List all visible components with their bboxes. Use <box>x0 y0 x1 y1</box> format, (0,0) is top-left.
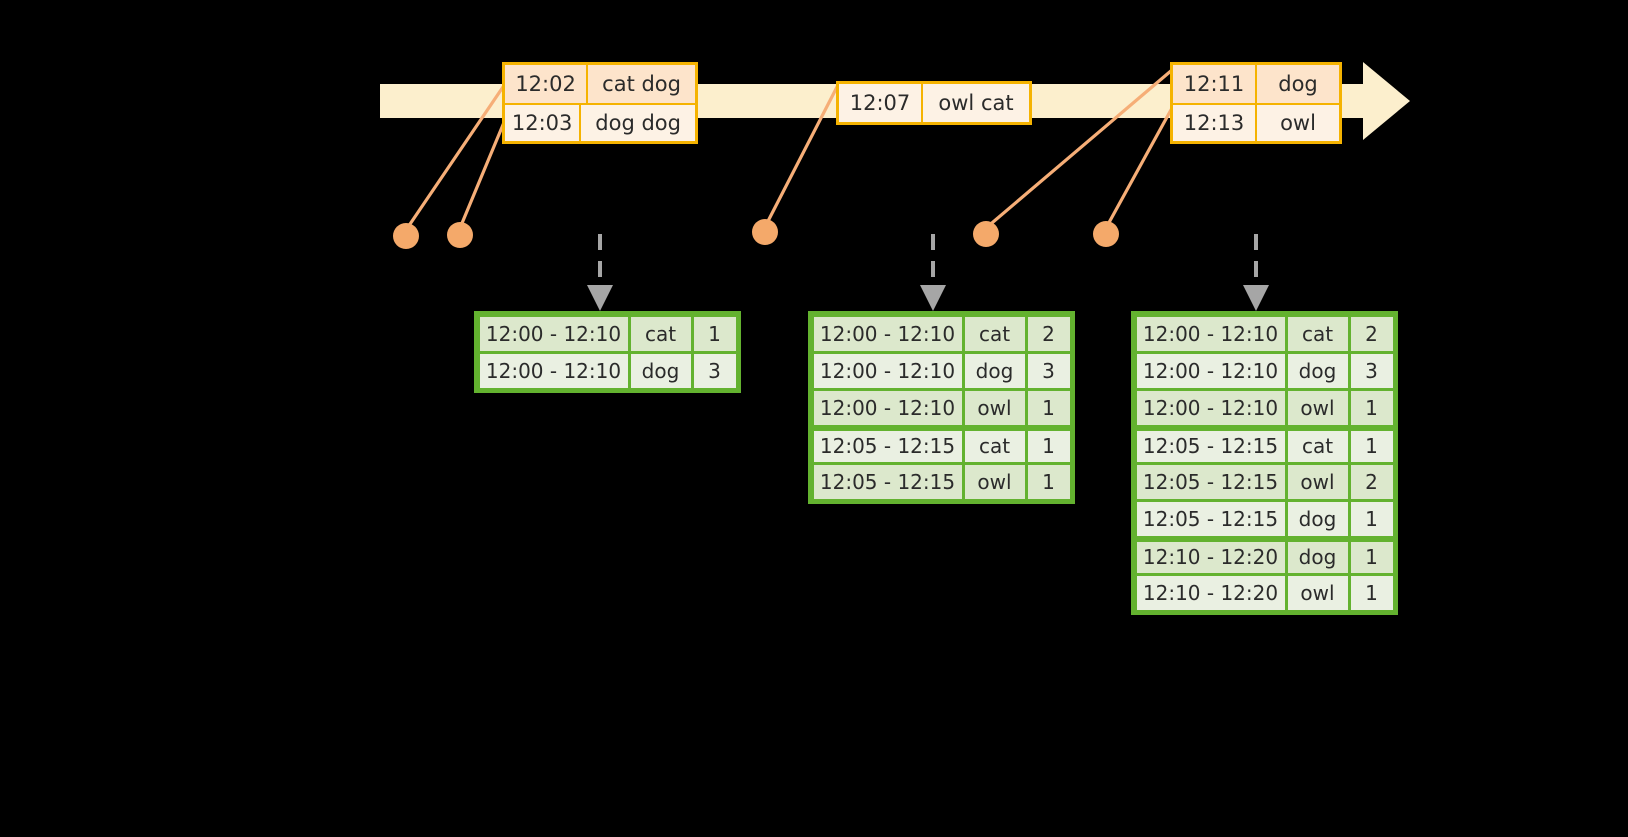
event-group-1: 12:02 cat dog 12:03 dog dog <box>502 62 698 144</box>
cell-word: cat <box>1287 316 1348 351</box>
event-row: 12:02 cat dog <box>505 65 695 103</box>
event-time: 12:07 <box>839 84 923 122</box>
event-row: 12:13 owl <box>1173 103 1339 141</box>
cell-word: dog <box>964 353 1025 388</box>
cell-word: dog <box>1287 353 1348 388</box>
connector-line-1 <box>404 82 507 232</box>
cell-window: 12:05 - 12:15 <box>1136 464 1285 499</box>
event-time: 12:02 <box>505 65 589 103</box>
cell-window: 12:05 - 12:15 <box>813 430 962 462</box>
dot-1 <box>393 223 419 249</box>
cell-count: 3 <box>693 353 736 388</box>
cell-window: 12:00 - 12:10 <box>1136 316 1285 351</box>
cell-window: 12:00 - 12:10 <box>479 353 628 388</box>
table-row: 12:00 - 12:10 owl 1 <box>1135 389 1394 426</box>
cell-window: 12:00 - 12:10 <box>1136 353 1285 388</box>
connector-line-2 <box>458 118 507 230</box>
cell-word: owl <box>1287 575 1348 610</box>
table-row: 12:05 - 12:15 cat 1 <box>812 426 1071 463</box>
cell-count: 1 <box>1350 390 1393 425</box>
cell-word: owl <box>1287 390 1348 425</box>
cell-window: 12:05 - 12:15 <box>1136 501 1285 536</box>
table-row: 12:10 - 12:20 dog 1 <box>1135 537 1394 574</box>
event-time: 12:03 <box>505 105 582 141</box>
dot-5 <box>1093 221 1119 247</box>
table-row: 12:05 - 12:15 owl 1 <box>812 463 1071 500</box>
dot-3 <box>752 219 778 245</box>
table-row: 12:00 - 12:10 owl 1 <box>812 389 1071 426</box>
cell-count: 1 <box>1027 430 1070 462</box>
table-row: 12:00 - 12:10 dog 3 <box>478 352 737 389</box>
cell-word: cat <box>1287 430 1348 462</box>
cell-word: cat <box>630 316 691 351</box>
result-table-2: 12:00 - 12:10 cat 2 12:00 - 12:10 dog 3 … <box>808 311 1075 504</box>
event-words: owl cat <box>923 84 1029 122</box>
table-row: 12:05 - 12:15 dog 1 <box>1135 500 1394 537</box>
event-time: 12:11 <box>1173 65 1257 103</box>
cell-count: 1 <box>1350 501 1393 536</box>
cell-count: 2 <box>1350 316 1393 351</box>
cell-window: 12:05 - 12:15 <box>813 464 962 499</box>
cell-window: 12:00 - 12:10 <box>813 390 962 425</box>
cell-word: cat <box>964 316 1025 351</box>
cell-count: 1 <box>1350 575 1393 610</box>
dot-2 <box>447 222 473 248</box>
event-words: dog dog <box>581 105 695 141</box>
cell-count: 1 <box>1027 464 1070 499</box>
event-row: 12:11 dog <box>1173 65 1339 103</box>
cell-count: 1 <box>693 316 736 351</box>
connector-line-3 <box>763 83 840 229</box>
table-row: 12:00 - 12:10 cat 2 <box>1135 315 1394 352</box>
result-table-1: 12:00 - 12:10 cat 1 12:00 - 12:10 dog 3 <box>474 311 741 393</box>
event-words: dog <box>1257 65 1339 103</box>
table-arrow-1 <box>587 234 613 311</box>
cell-count: 1 <box>1350 430 1393 462</box>
cell-window: 12:00 - 12:10 <box>813 353 962 388</box>
cell-window: 12:00 - 12:10 <box>479 316 628 351</box>
table-row: 12:05 - 12:15 cat 1 <box>1135 426 1394 463</box>
cell-window: 12:10 - 12:20 <box>1136 541 1285 573</box>
table-arrow-3 <box>1243 234 1269 311</box>
cell-count: 3 <box>1350 353 1393 388</box>
cell-window: 12:05 - 12:15 <box>1136 430 1285 462</box>
cell-word: owl <box>964 390 1025 425</box>
event-time: 12:13 <box>1173 105 1257 141</box>
event-group-3: 12:11 dog 12:13 owl <box>1170 62 1342 144</box>
cell-word: cat <box>964 430 1025 462</box>
cell-window: 12:10 - 12:20 <box>1136 575 1285 610</box>
cell-word: dog <box>1287 501 1348 536</box>
event-group-2: 12:07 owl cat <box>836 81 1032 125</box>
cell-count: 1 <box>1350 541 1393 573</box>
table-row: 12:00 - 12:10 dog 3 <box>812 352 1071 389</box>
event-words: cat dog <box>588 65 695 103</box>
cell-count: 1 <box>1027 390 1070 425</box>
cell-word: owl <box>1287 464 1348 499</box>
dot-4 <box>973 221 999 247</box>
table-row: 12:10 - 12:20 owl 1 <box>1135 574 1394 611</box>
cell-word: dog <box>630 353 691 388</box>
result-table-3: 12:00 - 12:10 cat 2 12:00 - 12:10 dog 3 … <box>1131 311 1398 615</box>
cell-count: 3 <box>1027 353 1070 388</box>
event-dots <box>393 219 1119 249</box>
event-row: 12:07 owl cat <box>839 84 1029 122</box>
table-arrow-2 <box>920 234 946 311</box>
table-row: 12:00 - 12:10 dog 3 <box>1135 352 1394 389</box>
table-row: 12:00 - 12:10 cat 2 <box>812 315 1071 352</box>
event-row: 12:03 dog dog <box>505 103 695 141</box>
cell-count: 2 <box>1027 316 1070 351</box>
cell-word: owl <box>964 464 1025 499</box>
connector-line-5 <box>1104 106 1174 230</box>
table-row: 12:00 - 12:10 cat 1 <box>478 315 737 352</box>
cell-count: 2 <box>1350 464 1393 499</box>
event-words: owl <box>1257 105 1339 141</box>
cell-word: dog <box>1287 541 1348 573</box>
cell-window: 12:00 - 12:10 <box>1136 390 1285 425</box>
table-row: 12:05 - 12:15 owl 2 <box>1135 463 1394 500</box>
cell-window: 12:00 - 12:10 <box>813 316 962 351</box>
table-arrows <box>587 234 1269 311</box>
